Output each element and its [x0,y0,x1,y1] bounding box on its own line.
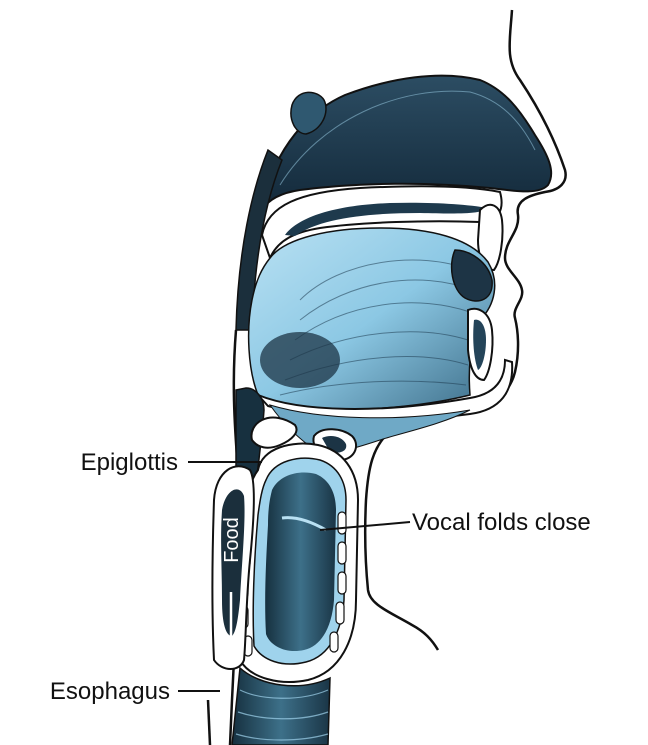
epiglottis-label: Epiglottis [81,449,178,476]
epiglottis [251,418,296,448]
food-label: Food [221,517,243,563]
vocal-folds-label: Vocal folds close [412,509,591,536]
tongue-shadow [260,332,340,388]
trachea-interior [265,473,336,651]
esophagus-label: Esophagus [50,678,170,705]
posterior-pharynx-line [208,700,210,745]
